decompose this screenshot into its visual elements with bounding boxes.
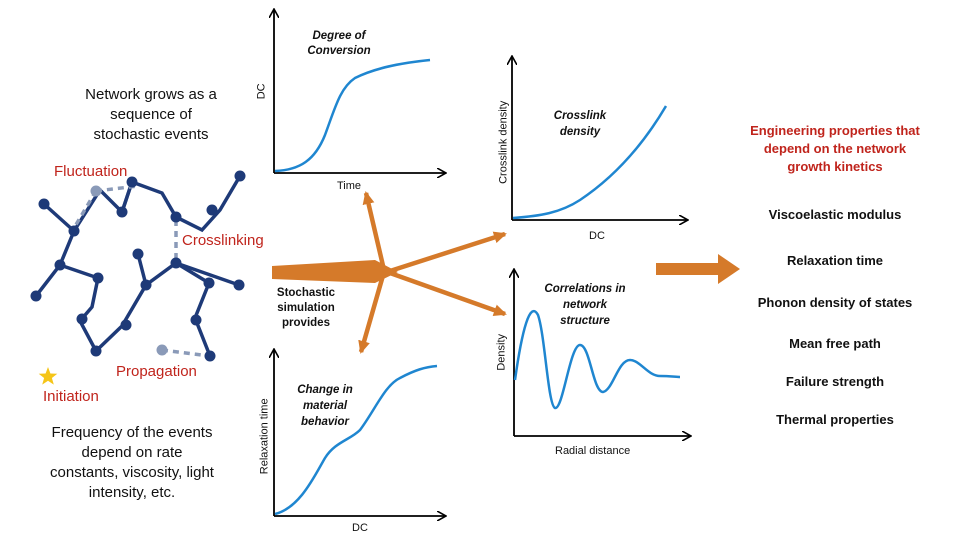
network-node — [206, 204, 218, 216]
network-node — [170, 211, 182, 223]
property-item: Thermal properties — [776, 412, 894, 427]
fluctuation-label: Fluctuation — [54, 163, 128, 180]
initiation-star-icon — [38, 367, 58, 385]
network-node — [120, 319, 132, 331]
crosslink-plot-xlabel: DC — [589, 230, 605, 242]
fluctuation-node — [90, 185, 102, 197]
behavior-plot-title-3: behavior — [301, 416, 349, 428]
network-node — [234, 170, 246, 182]
network-node — [126, 176, 138, 188]
dc-plot-title-1: Degree of — [312, 30, 366, 42]
crosslink-plot-ylabel: Crosslink density — [497, 100, 510, 184]
footer-line-3: constants, viscosity, light — [50, 464, 214, 481]
relaxation-curve — [274, 364, 438, 516]
network-node — [76, 313, 88, 325]
dc-plot-ylabel: DC — [255, 83, 268, 100]
correlations-plot-title-3: structure — [560, 315, 610, 327]
branch-arrow-correlation — [389, 270, 507, 317]
footer-line-2: depend on rate — [81, 444, 183, 461]
network-node — [30, 290, 42, 302]
density-curve — [513, 309, 681, 410]
behavior-plot-title-2: material — [302, 400, 348, 412]
network-node — [38, 198, 50, 210]
network-chain — [59, 263, 101, 352]
correlations-plot-title-1: Correlations in — [544, 283, 626, 295]
network-node — [203, 277, 215, 289]
network-node — [233, 279, 245, 291]
crosslink-plot-title-1: Crosslink — [553, 110, 607, 122]
network-node — [90, 345, 102, 357]
branch-arrow-up — [362, 191, 387, 271]
dc-curve — [274, 58, 431, 173]
plot-change-in-behavior — [274, 350, 445, 516]
properties-heading-2: depend on the network — [763, 141, 907, 156]
network-chain — [175, 261, 240, 287]
intro-line-1: Network grows as a — [85, 86, 217, 103]
intro-line-3: stochastic events — [93, 126, 209, 143]
network-node — [132, 248, 144, 260]
branch-arrow-crosslink — [389, 231, 507, 274]
network-nodes — [30, 170, 246, 362]
network-node — [190, 314, 202, 326]
dc-plot-xlabel: Time — [337, 180, 362, 192]
behavior-plot-title-1: Change in — [297, 384, 353, 396]
propagation-label: Propagation — [116, 363, 197, 380]
propagation-link — [161, 348, 211, 358]
network-node — [54, 259, 66, 271]
branch-arrows — [358, 191, 507, 354]
crosslink-curve — [512, 105, 668, 220]
output-arrow — [656, 254, 740, 284]
property-item: Failure strength — [785, 374, 885, 389]
branch-arrow-down — [358, 271, 387, 354]
network-node — [170, 257, 182, 269]
properties-heading-3: growth kinetics — [787, 159, 883, 174]
main-flow-arrow — [272, 260, 398, 283]
plot-correlations — [514, 270, 690, 436]
footer-line-1: Frequency of the events — [51, 424, 213, 441]
plot-crosslink-density — [512, 57, 687, 220]
network-node — [92, 272, 104, 284]
footer-line-4: intensity, etc. — [88, 484, 176, 501]
correlations-plot-title-2: network — [562, 299, 608, 311]
simulation-line-1: Stochastic — [276, 287, 336, 299]
intro-line-2: sequence of — [110, 106, 192, 123]
dc-plot-title-2: Conversion — [307, 45, 371, 57]
network-node — [116, 206, 128, 218]
network-chain — [94, 260, 212, 357]
property-item: Phonon density of states — [757, 295, 913, 310]
behavior-plot-xlabel: DC — [352, 522, 368, 534]
behavior-plot-ylabel: Relaxation time — [258, 398, 271, 475]
network-node — [140, 279, 152, 291]
propagation-node — [156, 344, 168, 356]
simulation-line-3: provides — [282, 317, 330, 329]
correlations-plot-ylabel: Density — [495, 333, 508, 371]
property-item: Mean free path — [789, 336, 881, 351]
crosslinking-label: Crosslinking — [182, 232, 264, 249]
correlations-plot-xlabel: Radial distance — [555, 445, 631, 457]
crosslink-plot-title-2: density — [559, 126, 601, 138]
network-node — [68, 225, 80, 237]
properties-heading-1: Engineering properties that — [750, 123, 920, 138]
property-item: Relaxation time — [786, 253, 884, 268]
plot-degree-of-conversion — [274, 10, 445, 173]
network-chain — [42, 202, 76, 233]
property-item: Viscoelastic modulus — [768, 207, 902, 222]
simulation-line-2: simulation — [277, 302, 335, 314]
network-node — [204, 350, 216, 362]
initiation-label: Initiation — [43, 388, 99, 405]
fluctuation-link — [72, 190, 98, 229]
polymer-network — [34, 175, 242, 357]
